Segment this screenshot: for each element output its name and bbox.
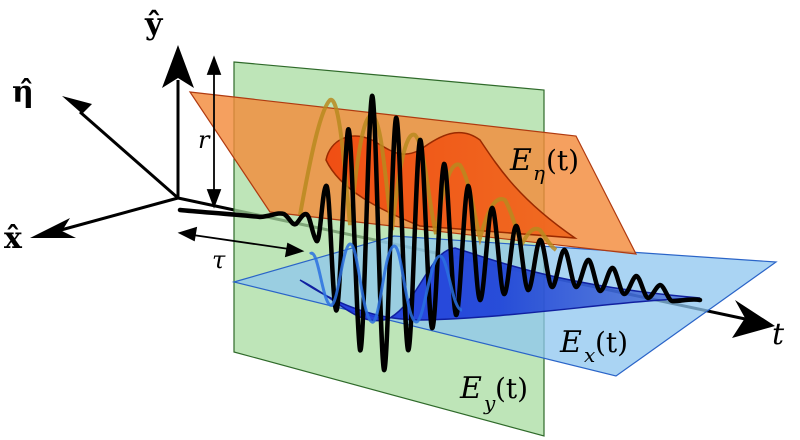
svg-text:(t): (t) xyxy=(495,372,528,405)
r-label: r xyxy=(198,126,211,154)
svg-text:(t): (t) xyxy=(546,144,579,177)
eta-plane-label: E η (t) xyxy=(509,143,579,185)
svg-text:y: y xyxy=(483,391,496,415)
t-axis-arrow-icon xyxy=(732,300,775,338)
field-wave xyxy=(177,93,703,373)
x-axis-arrow-icon xyxy=(30,218,76,238)
eta-hat-label: η̂ xyxy=(12,75,34,110)
ey-plane-label: E y (t) xyxy=(459,371,528,415)
x-hat-label: x̂ xyxy=(4,221,23,256)
svg-text:(t): (t) xyxy=(595,326,628,359)
eta-axis-arrow-icon xyxy=(62,96,96,126)
x-axis-line xyxy=(49,196,179,235)
tau-label: τ xyxy=(212,246,226,274)
axis-arrowheads xyxy=(30,45,775,338)
ex-plane-label: E x (t) xyxy=(559,325,628,367)
r-dimension xyxy=(206,55,222,209)
y-axis-arrow-icon xyxy=(162,45,194,88)
t-axis-label: t xyxy=(772,317,785,352)
svg-text:E: E xyxy=(559,325,582,360)
svg-text:η: η xyxy=(533,161,545,185)
ex-projection-wave xyxy=(308,242,463,324)
tau-dimension xyxy=(177,226,305,258)
y-hat-label: ŷ xyxy=(144,7,164,42)
svg-text:E: E xyxy=(509,143,532,178)
svg-text:x: x xyxy=(584,343,595,367)
eta-axis-line xyxy=(79,110,179,200)
svg-text:E: E xyxy=(459,371,482,406)
